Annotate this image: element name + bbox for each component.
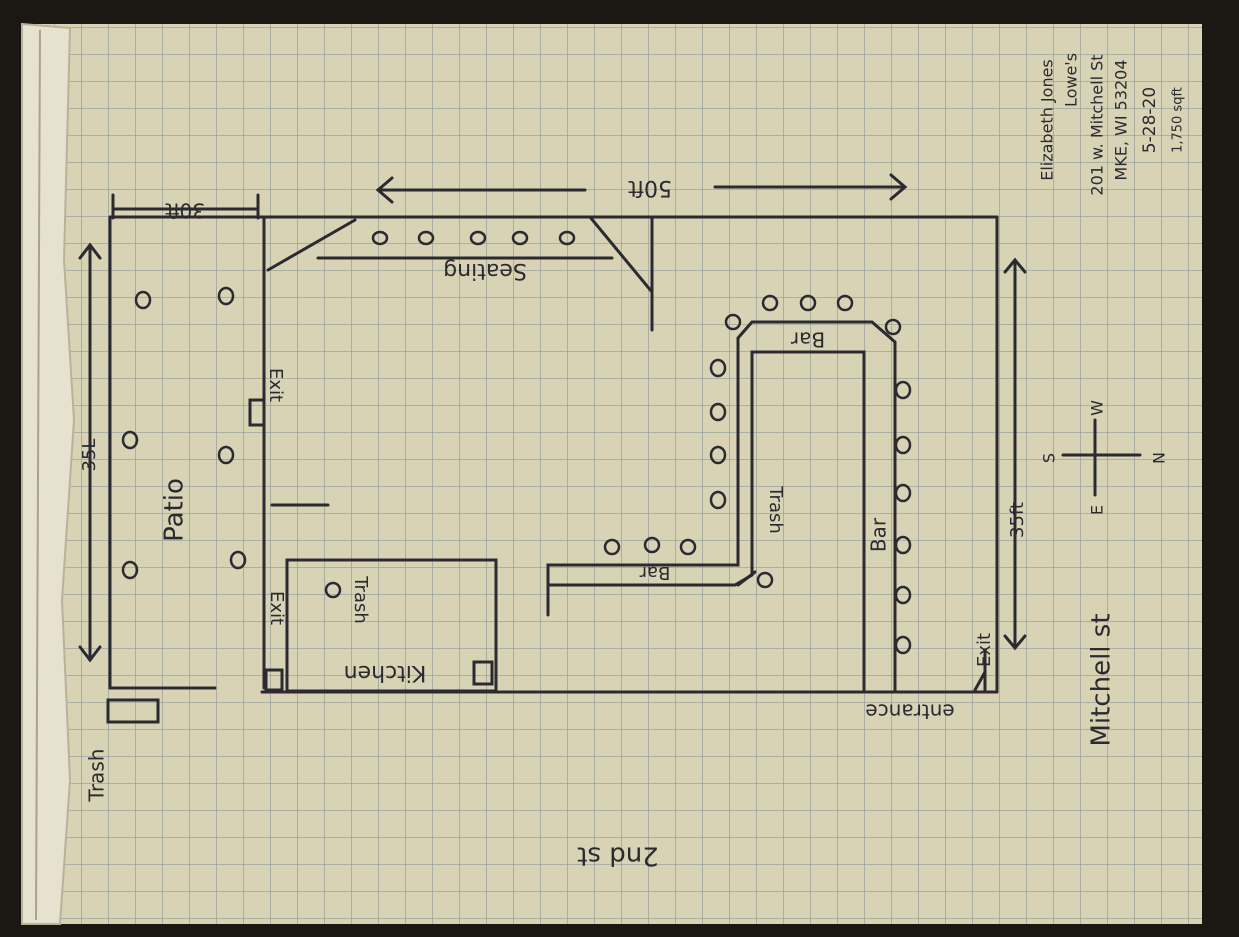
exit-kitchen-door <box>264 668 284 692</box>
seating-label: Seating <box>443 258 527 283</box>
bar-counter-outer <box>546 320 897 694</box>
header-address: 201 w. Mitchell St <box>1088 54 1107 195</box>
entrance-exit-slant <box>973 670 987 692</box>
seat-bench <box>558 230 576 246</box>
patio-table <box>121 430 139 450</box>
dim-label-35ft: 35ft <box>1007 502 1028 538</box>
kitchen-trash-can <box>324 581 342 599</box>
compass-s: S <box>1040 453 1059 463</box>
bar-stool <box>679 538 697 556</box>
seat-bench <box>417 230 435 246</box>
header-city-zip: MKE, WI 53204 <box>1112 59 1131 180</box>
patio-table <box>121 560 139 580</box>
binding-fold <box>35 29 41 921</box>
bar-stool <box>709 490 727 510</box>
bar-stool <box>836 294 854 312</box>
header-area: 1,750 sqft <box>1171 87 1186 153</box>
notebook-binding <box>21 22 76 925</box>
compass-e: E <box>1088 505 1107 515</box>
dim-arrow-50ft-right <box>889 173 908 201</box>
outside-trash-label: Trash <box>85 749 109 803</box>
kitchen-trash-label: Trash <box>350 575 371 624</box>
trash-can <box>756 571 774 589</box>
patio-table <box>217 286 235 306</box>
seating-bench-angle-right <box>588 215 654 294</box>
kitchen-room <box>285 558 498 693</box>
bar-stool <box>894 435 912 455</box>
bar-stool <box>799 294 817 312</box>
patio-label: Patio <box>160 478 190 542</box>
patio-table <box>134 290 152 310</box>
kitchen-door <box>472 660 494 686</box>
street-label-2nd: 2nd st <box>577 841 659 871</box>
dim-label-50ft: 50ft <box>628 175 672 200</box>
bar-stool <box>709 358 727 378</box>
bar-stool <box>894 535 912 555</box>
dim-arrow-35ft-top <box>1003 257 1027 274</box>
bar-stool <box>709 402 727 422</box>
bar-stool <box>724 313 742 331</box>
trash-label-bar: Trash <box>765 485 786 534</box>
dim-arrow-50ft-left <box>375 176 394 204</box>
dim-label-30ft: 30ft <box>165 199 205 223</box>
seat-bench <box>511 230 529 246</box>
compass-w: W <box>1088 400 1107 416</box>
dim-arrow-35l-bottom <box>78 645 102 663</box>
header-date: 5-28-20 <box>1140 87 1160 153</box>
dim-label-35l: 35L <box>79 439 100 472</box>
bar-stool <box>761 294 779 312</box>
patio-table <box>229 550 247 570</box>
header-business: Lowe's <box>1062 53 1081 107</box>
exit-patio-door <box>248 398 264 427</box>
bar-stool <box>894 483 912 503</box>
exit-label-upper: Exit <box>265 368 286 402</box>
bar-stool <box>603 538 621 556</box>
bar-stool <box>894 635 912 655</box>
seating-bench-angle-left <box>266 218 357 272</box>
compass-n: N <box>1150 452 1169 464</box>
bar-stool <box>884 318 902 336</box>
outside-trash-bin <box>106 698 160 724</box>
bar-stool <box>894 380 912 400</box>
header-name: Elizabeth Jones <box>1038 59 1057 181</box>
exit-label-lower: Exit <box>266 591 287 625</box>
bar-label-top: Bar <box>790 328 825 352</box>
patio-table <box>217 445 235 465</box>
bar-stool <box>709 445 727 465</box>
seat-bench <box>371 230 389 246</box>
trash-bar-leader <box>736 570 757 587</box>
bar-label-right: Bar <box>867 517 891 552</box>
bar-label-small: Bar <box>639 562 670 583</box>
street-label-mitchell: Mitchell st <box>1087 613 1117 746</box>
exit-label-entrance: Exit <box>974 633 995 667</box>
bar-stool <box>643 536 661 554</box>
bar-counter-inner <box>546 350 866 694</box>
seat-bench <box>469 230 487 246</box>
entrance-label: entrance <box>865 700 954 724</box>
kitchen-label: Kitchen <box>344 660 427 685</box>
graph-grid <box>22 24 1202 924</box>
dim-arrow-35l-top <box>78 242 102 260</box>
dim-arrow-35ft-bottom <box>1003 634 1027 651</box>
bar-stool <box>894 585 912 605</box>
